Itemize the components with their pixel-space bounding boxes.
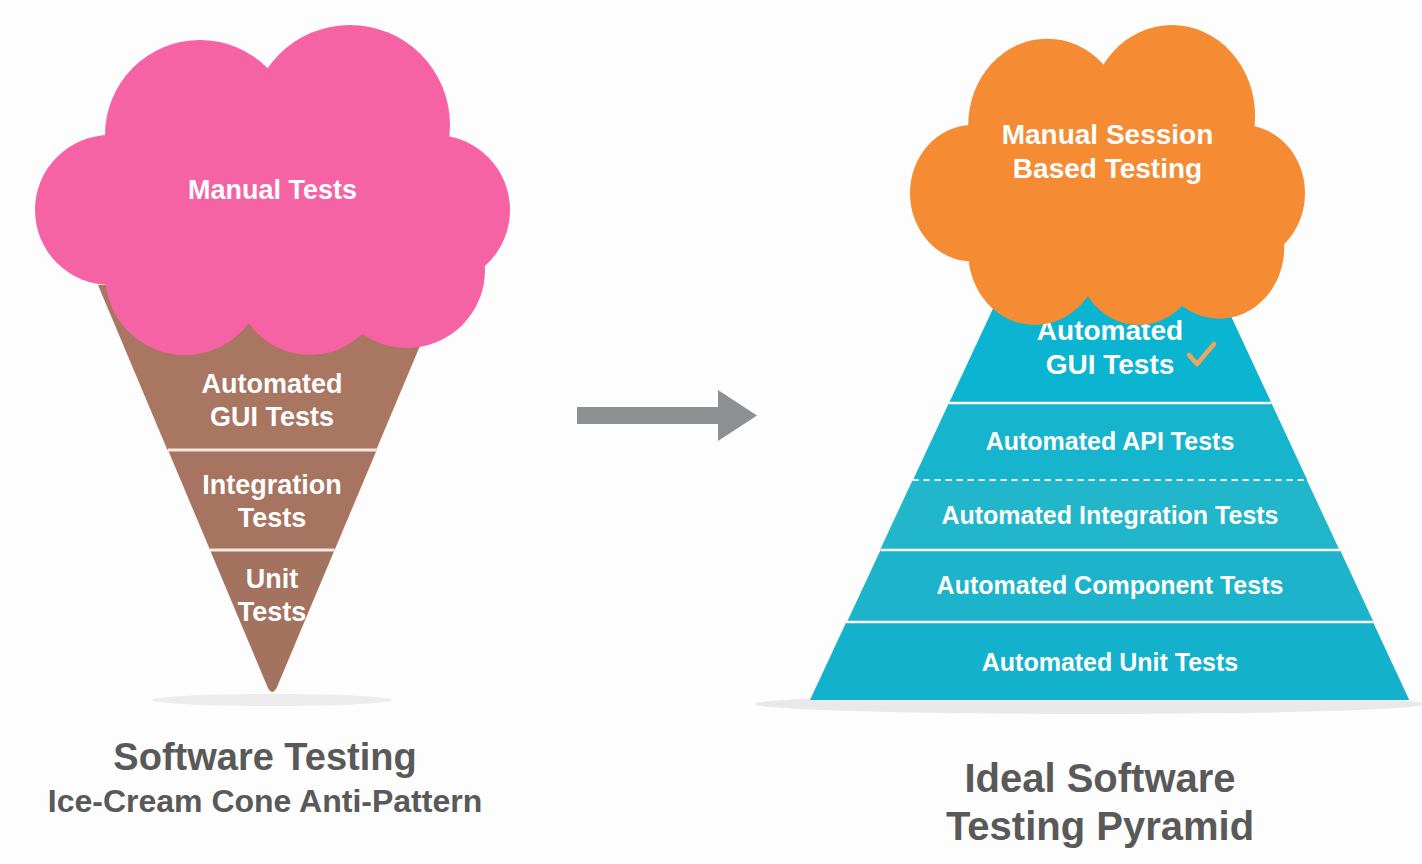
cloud-body: [910, 25, 1305, 325]
cloud-puff: [329, 192, 485, 348]
tier-band: Automated API Tests: [913, 403, 1307, 480]
node-label: Unit Tests: [222, 563, 322, 629]
band-fill: [98, 285, 446, 450]
band-separator: [913, 479, 1307, 481]
tier-band: Integration Tests: [168, 450, 377, 550]
band-fill: [880, 480, 1339, 550]
transition-arrow: [577, 390, 757, 441]
band-separator: [168, 449, 377, 452]
cloud-shape: Manual Tests: [35, 25, 510, 355]
cloud-shape: Manual Session Based Testing: [910, 25, 1305, 325]
node-label: Automated Component Tests: [860, 570, 1360, 601]
band-fill: [949, 270, 1271, 403]
band-fill: [810, 622, 1409, 700]
text-block: Manual Session Based Testing: [978, 118, 1238, 186]
cloud-puff: [1154, 177, 1284, 319]
node-label: Automated GUI Tests: [187, 368, 357, 434]
node-label: Automated Integration Tests: [890, 500, 1330, 531]
text-block: Automated Unit Tests: [840, 647, 1380, 678]
cloud-body: [35, 25, 510, 355]
text-block: Integration Tests: [187, 469, 357, 535]
cone-shadow: [152, 694, 392, 706]
text-block: Manual Tests: [53, 174, 493, 207]
band-separator: [949, 402, 1271, 405]
text-block: Automated Component Tests: [860, 570, 1360, 601]
text-block: Automated Integration Tests: [890, 500, 1330, 531]
node-label: Automated Unit Tests: [840, 647, 1380, 678]
band-separator: [880, 549, 1339, 552]
tier-band: Unit Tests: [210, 550, 335, 698]
node-label: Manual Session Based Testing: [978, 118, 1238, 186]
tier-band: Automated Unit Tests: [810, 622, 1409, 700]
caption-text: Ideal Software Testing Pyramid: [920, 754, 1280, 850]
text-block: Automated API Tests: [900, 426, 1320, 457]
node-label: Automated API Tests: [900, 426, 1320, 457]
band-fill: [168, 450, 377, 550]
band-separator: [847, 621, 1374, 624]
node-label: Manual Tests: [53, 174, 493, 207]
band-fill: [847, 550, 1374, 622]
text-block: Automated GUI Tests: [187, 368, 357, 434]
node-label: Integration Tests: [187, 469, 357, 535]
caption-text: Software Testing: [5, 735, 525, 779]
tier-band: Automated Component Tests: [847, 550, 1374, 622]
band-fill: [210, 550, 335, 692]
band-separator: [210, 549, 335, 552]
check-mark: [1189, 344, 1214, 364]
text-block: Unit Tests: [222, 563, 322, 629]
tier-band: Automated Integration Tests: [880, 480, 1339, 550]
caption-text: Ice-Cream Cone Anti-Pattern: [5, 782, 525, 820]
